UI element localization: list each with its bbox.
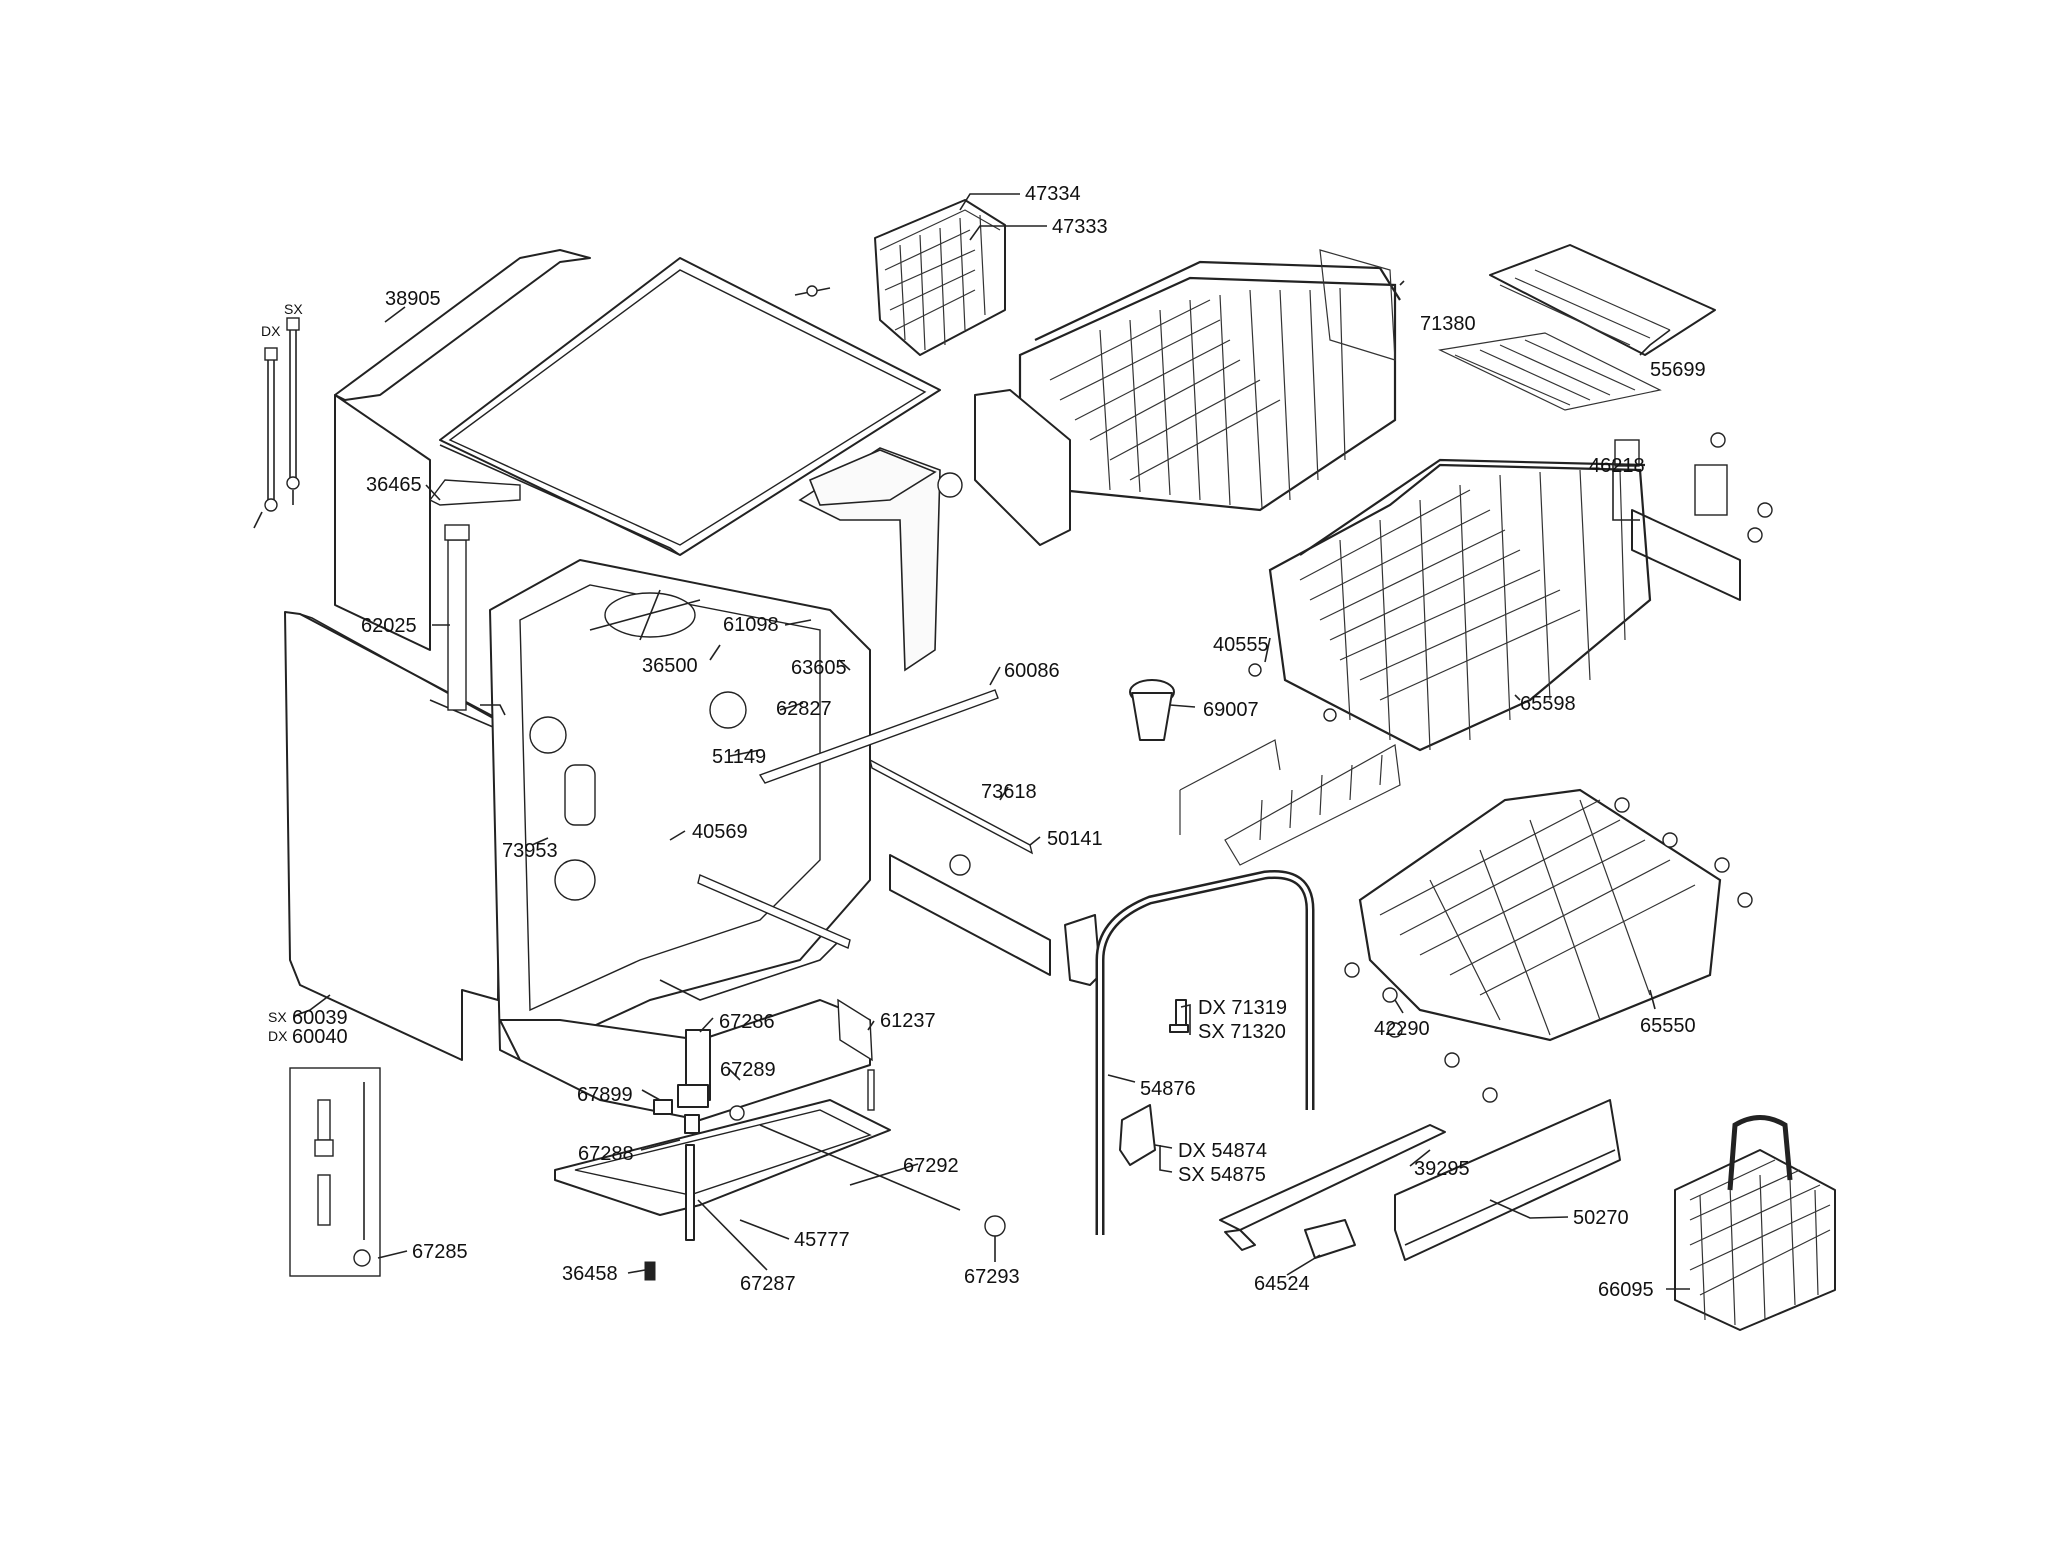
label-54874: DX 54874 <box>1178 1140 1267 1162</box>
label-47333: 47333 <box>1052 216 1108 238</box>
tub-body <box>480 559 871 1061</box>
sx-tag: SX <box>284 301 303 317</box>
label-66095: 66095 <box>1598 1279 1654 1301</box>
top-cover <box>334 249 941 651</box>
label-64524: 64524 <box>1254 1273 1310 1295</box>
guides <box>697 689 1101 986</box>
label-61098: 61098 <box>723 614 779 636</box>
label-63605: 63605 <box>791 657 847 679</box>
label-67285: 67285 <box>412 1241 468 1263</box>
insulation-panel <box>798 447 941 672</box>
label-45777: 45777 <box>794 1229 850 1251</box>
dx-tag: DX <box>261 323 281 339</box>
label-67287: 67287 <box>740 1273 796 1295</box>
upper-rack <box>937 249 1401 546</box>
label-36458: 36458 <box>562 1263 618 1285</box>
label-62827: 62827 <box>776 698 832 720</box>
label-36465: 36465 <box>366 474 422 496</box>
lower-rack <box>1344 788 1753 1103</box>
label-67293: 67293 <box>964 1266 1020 1288</box>
part-labels: 47334 47333 38905 71380 55699 36465 4621… <box>268 183 1706 1301</box>
door-gasket <box>1095 869 1315 1235</box>
tine-racks <box>1179 739 1401 866</box>
label-40555: 40555 <box>1213 634 1269 656</box>
label-50270: 50270 <box>1573 1207 1629 1229</box>
label-65550: 65550 <box>1640 1015 1696 1037</box>
label-54875: SX 54875 <box>1178 1164 1266 1186</box>
label-69007: 69007 <box>1203 699 1259 721</box>
label-61237: 61237 <box>880 1010 936 1032</box>
label-47334: 47334 <box>1025 183 1081 205</box>
label-65598: 65598 <box>1520 693 1576 715</box>
rack-clips <box>1614 432 1773 601</box>
label-60086: 60086 <box>1004 660 1060 682</box>
label-73618: 73618 <box>981 781 1037 803</box>
front-bracket <box>428 479 521 711</box>
middle-rack <box>1129 458 1652 752</box>
label-40569: 40569 <box>692 821 748 843</box>
label-67292: 67292 <box>903 1155 959 1177</box>
label-60040: 60040 <box>292 1026 348 1048</box>
label-50141: 50141 <box>1047 828 1103 850</box>
label-71319: DX 71319 <box>1198 997 1287 1019</box>
inset-box <box>289 1067 381 1277</box>
label-36500: 36500 <box>642 655 698 677</box>
label-67899: 67899 <box>577 1084 633 1106</box>
label-71380: 71380 <box>1420 313 1476 335</box>
label-60039-prefix: SX <box>268 1009 287 1025</box>
gasket-clips <box>1119 999 1189 1166</box>
label-71320: SX 71320 <box>1198 1021 1286 1043</box>
label-46218: 46218 <box>1589 455 1645 477</box>
label-42290: 42290 <box>1374 1018 1430 1040</box>
side-panel <box>284 611 501 1061</box>
base-frame <box>499 998 1006 1281</box>
cutlery-basket <box>1674 1115 1836 1331</box>
label-67286: 67286 <box>719 1011 775 1033</box>
label-55699: 55699 <box>1650 359 1706 381</box>
kick-plates <box>1219 1099 1621 1261</box>
label-67289: 67289 <box>720 1059 776 1081</box>
label-38905: 38905 <box>385 288 441 310</box>
side-strips: DX SX <box>253 301 303 529</box>
label-62025: 62025 <box>361 615 417 637</box>
cutlery-basket-small <box>794 199 1006 356</box>
leader-lines <box>293 193 1690 1290</box>
label-54876: 54876 <box>1140 1078 1196 1100</box>
label-60039: 60039 <box>292 1007 348 1029</box>
label-51149: 51149 <box>712 746 766 768</box>
cup-shelf <box>1438 244 1716 411</box>
label-60040-prefix: DX <box>268 1028 288 1044</box>
label-39295: 39295 <box>1414 1158 1470 1180</box>
label-73953: 73953 <box>502 840 558 862</box>
label-67288: 67288 <box>578 1143 634 1165</box>
